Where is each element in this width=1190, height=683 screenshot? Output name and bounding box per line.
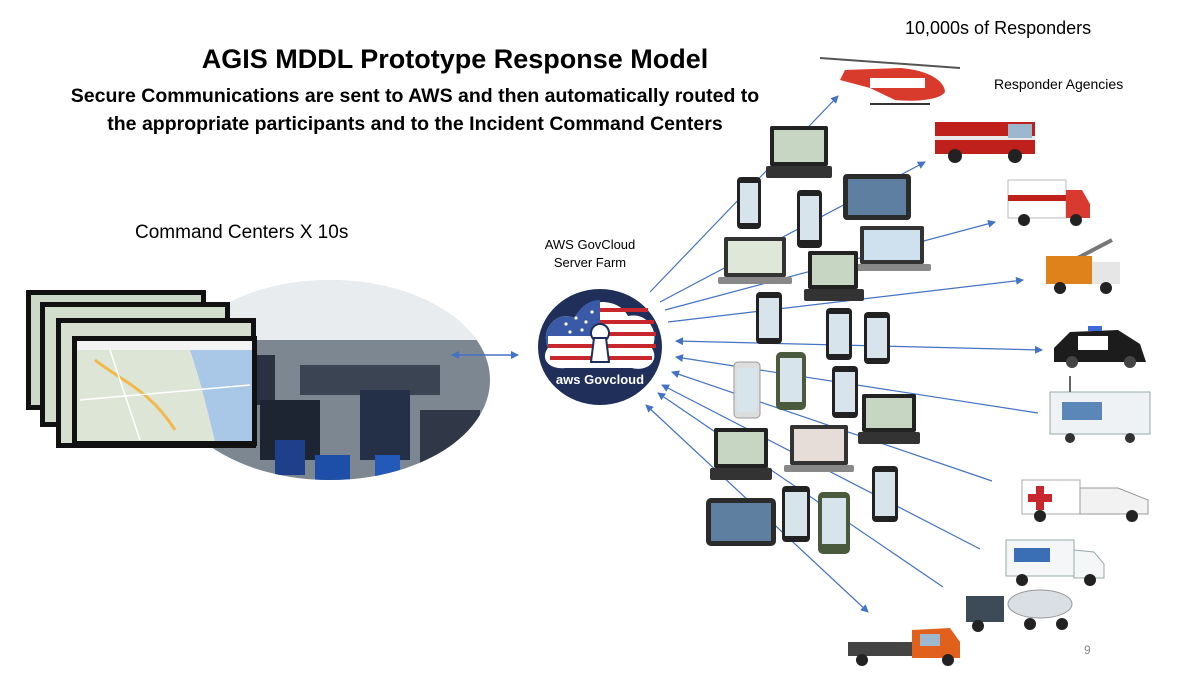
slide-title: AGIS MDDL Prototype Response Model xyxy=(201,44,709,74)
keyhole-icon xyxy=(589,323,611,363)
aws-govcloud-label: AWS GovCloud Server Farm xyxy=(530,236,650,272)
rugged-phone-device xyxy=(776,352,806,410)
rugged-tablet-device xyxy=(843,174,911,220)
laptop-device xyxy=(855,226,931,271)
aws-label-line-1: AWS GovCloud xyxy=(544,237,636,252)
helicopter-image xyxy=(819,57,961,105)
phone-device xyxy=(737,177,761,229)
rugged-phone-device xyxy=(818,492,850,554)
phone-device xyxy=(756,292,782,344)
phone-device xyxy=(832,366,858,418)
aws-govcloud-badge: aws Govcloud xyxy=(538,289,662,405)
aws-label-line-2: Server Farm xyxy=(553,255,627,270)
laptop-device xyxy=(766,126,832,178)
phone-device xyxy=(797,190,822,248)
phone-device xyxy=(733,361,761,419)
utility-truck-image xyxy=(1046,238,1120,294)
rescue-truck-image xyxy=(1021,479,1149,522)
police-car-image xyxy=(1054,326,1146,368)
phone-device xyxy=(782,486,810,542)
aws-badge-text: aws Govcloud xyxy=(556,372,644,387)
responders-label: 10,000s of Responders xyxy=(905,18,1092,38)
laptop-device xyxy=(784,425,854,472)
laptop-device xyxy=(804,251,864,301)
fire-truck-image xyxy=(935,122,1035,163)
command-center-screens xyxy=(26,290,257,448)
tanker-truck-image xyxy=(966,589,1073,632)
mobile-unit-image xyxy=(1049,376,1151,443)
command-centers-label: Command Centers X 10s xyxy=(135,222,349,243)
phone-device xyxy=(826,308,852,360)
mobile-command-image xyxy=(1005,539,1105,586)
rugged-tablet-device xyxy=(706,498,776,546)
tow-truck-image xyxy=(848,628,960,666)
arrow-police-car xyxy=(675,337,1043,354)
laptop-device xyxy=(710,428,772,480)
phone-device xyxy=(864,312,890,364)
responder-devices xyxy=(706,126,931,554)
subtitle-line-2: the appropriate participants and to the … xyxy=(107,113,723,135)
screen-front xyxy=(72,336,257,446)
ambulance-image xyxy=(1007,179,1090,226)
subtitle-line-1: Secure Communications are sent to AWS an… xyxy=(70,85,760,107)
laptop-device xyxy=(858,394,920,444)
page-number: 9 xyxy=(1084,643,1091,657)
phone-device xyxy=(872,466,898,522)
agencies-label: Responder Agencies xyxy=(994,76,1124,92)
laptop-device xyxy=(718,237,792,284)
slide-subtitle: Secure Communications are sent to AWS an… xyxy=(20,82,810,138)
